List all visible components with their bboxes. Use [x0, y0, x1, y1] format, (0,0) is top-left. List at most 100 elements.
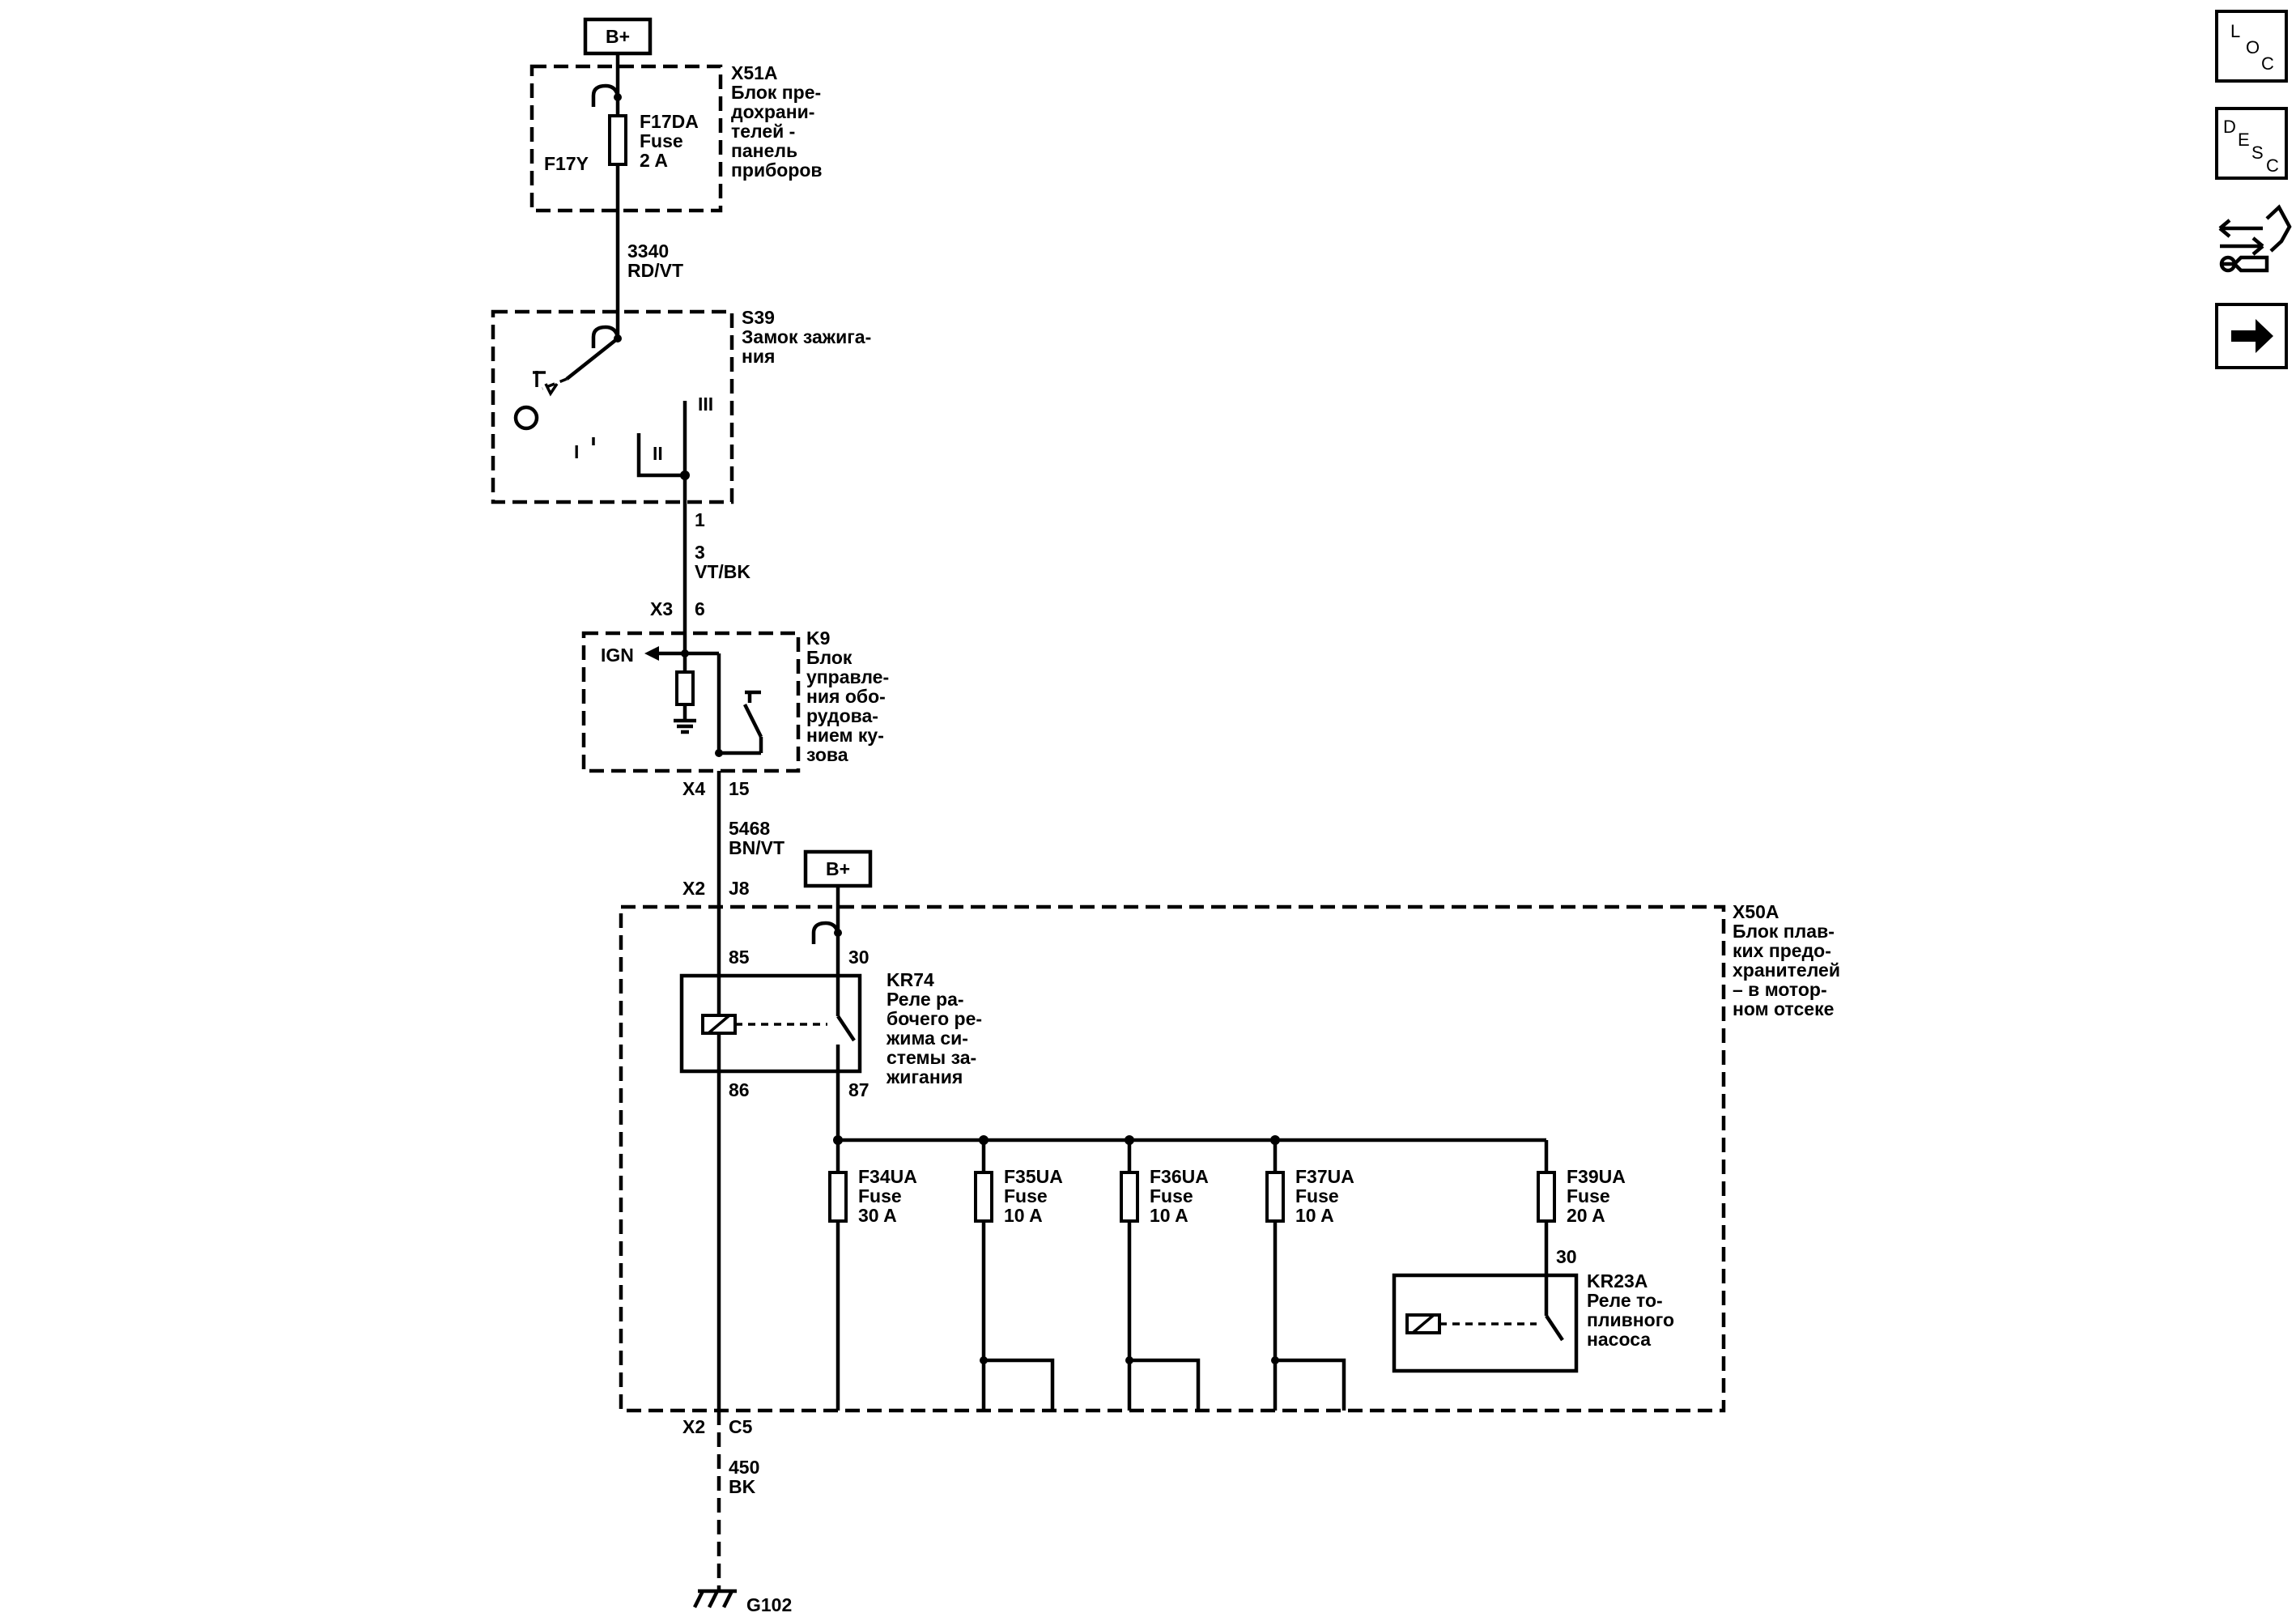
x51a-id: X51A — [731, 62, 778, 83]
wire-3340-circuit: 3340 — [627, 240, 669, 262]
s39-desc-1: Замок зажига- — [742, 326, 871, 347]
x50a-desc-2: ких предо- — [1733, 940, 1831, 961]
bplus-top-box: B+ — [583, 17, 653, 56]
kr23a-desc-3: насоса — [1587, 1329, 1651, 1350]
x50a-desc-1: Блок плав- — [1733, 921, 1835, 942]
kr74-ignition-relay: KR74 Реле ра- бочего ре- жима си- стемы … — [679, 969, 982, 1087]
x50a-desc-5: ном отсеке — [1733, 998, 1834, 1019]
f34ua-word: Fuse — [858, 1185, 902, 1206]
f17da-name: F17DA — [640, 111, 699, 132]
fuse-f34ua: F34UA Fuse 30 A — [828, 1140, 917, 1411]
x51a-desc-2: дохрани- — [731, 101, 814, 122]
kr74-desc-3: жима си- — [886, 1028, 968, 1049]
x50a-out-pin: C5 — [729, 1416, 753, 1437]
x50a-id: X50A — [1733, 901, 1779, 922]
f39ua-name: F39UA — [1567, 1166, 1626, 1187]
kr23a-desc-1: Реле то- — [1587, 1290, 1663, 1311]
x50a-desc-3: хранителей — [1733, 960, 1840, 981]
k9-body-control-module: K9 Блок управле- ния обо- рудова- нием к… — [581, 628, 889, 773]
x51a-fuse-block: X51A Блок пре- дохрани- телей - панель п… — [529, 53, 823, 213]
f36ua-word: Fuse — [1150, 1185, 1193, 1206]
loc-c: C — [2261, 53, 2274, 74]
f17da-word: Fuse — [640, 130, 683, 151]
k9-ign-label: IGN — [601, 645, 634, 666]
desc-c: C — [2266, 155, 2279, 176]
kr74-desc-5: жигания — [886, 1066, 963, 1087]
kr74-contact — [836, 1015, 856, 1042]
f17da-rating: 2 A — [640, 150, 668, 171]
kr23a-desc-2: пливного — [1587, 1309, 1674, 1330]
f34ua-rating: 30 A — [858, 1205, 897, 1226]
s39-id: S39 — [742, 307, 775, 328]
ground-g102-icon: G102 — [692, 1589, 792, 1615]
kr74-pin-85: 85 — [729, 947, 750, 968]
x51a-desc-3: телей - — [731, 121, 795, 142]
f35ua-rating: 10 A — [1004, 1205, 1043, 1226]
f37ua-word: Fuse — [1295, 1185, 1339, 1206]
fuse-f36ua: F36UA Fuse 10 A — [1120, 1140, 1209, 1411]
kr74-desc-1: Реле ра- — [887, 989, 964, 1010]
desc-e: E — [2238, 130, 2250, 150]
bplus-mid-box: B+ — [803, 849, 873, 888]
wire-450-color: BK — [729, 1476, 756, 1497]
wire-450-circuit: 450 — [729, 1457, 759, 1478]
k9-desc-5: нием ку- — [806, 725, 884, 746]
s39-pos-2: II — [653, 443, 663, 464]
desc-button[interactable]: D E S C — [2215, 107, 2288, 180]
kr74-desc-4: стемы за- — [887, 1047, 976, 1068]
connector-clip-icon — [591, 83, 620, 107]
x51a-desc-1: Блок пре- — [731, 82, 821, 103]
f37ua-rating: 10 A — [1295, 1205, 1334, 1226]
f37ua-name: F37UA — [1295, 1166, 1354, 1187]
x50a-in-pin: J8 — [729, 878, 750, 899]
x50a-out-conn: X2 — [682, 1416, 705, 1437]
kr74-pin-30: 30 — [848, 947, 870, 968]
k9-desc-3: ния обо- — [806, 686, 886, 707]
key-icon — [513, 405, 539, 431]
next-arrow-icon — [2231, 319, 2273, 353]
k9-desc-2: управле- — [806, 666, 889, 687]
s39-desc-2: ния — [742, 346, 775, 367]
k9-resistor — [675, 670, 695, 706]
f36ua-rating: 10 A — [1150, 1205, 1188, 1226]
loc-l: L — [2230, 21, 2240, 41]
s39-pin-1: 1 — [695, 509, 705, 530]
f17y-label: F17Y — [544, 153, 589, 174]
kr23a-pin-30: 30 — [1556, 1246, 1577, 1267]
bplus-mid-label: B+ — [826, 858, 850, 879]
desc-s: S — [2251, 143, 2264, 163]
k9-desc-4: рудова- — [806, 705, 878, 726]
s39-ignition-switch: S39 Замок зажига- ния I II III — [491, 307, 871, 504]
x51a-desc-4: панель — [731, 140, 797, 161]
kr74-pin-87: 87 — [848, 1079, 870, 1100]
wire-5468-color: BN/VT — [729, 837, 784, 858]
f36ua-name: F36UA — [1150, 1166, 1209, 1187]
x50a-in-conn: X2 — [682, 878, 705, 899]
bplus-top-label: B+ — [606, 26, 630, 47]
next-arrow-button[interactable] — [2215, 303, 2288, 369]
kr74-id: KR74 — [887, 969, 934, 990]
f39ua-word: Fuse — [1567, 1185, 1610, 1206]
f39ua-rating: 20 A — [1567, 1205, 1605, 1226]
g102-label: G102 — [746, 1594, 792, 1615]
k9-out-pin: 15 — [729, 778, 750, 799]
f34ua-name: F34UA — [858, 1166, 917, 1187]
k9-out-conn: X4 — [682, 778, 705, 799]
k9-in-conn: X3 — [650, 598, 673, 619]
kr74-desc-2: бочего ре- — [887, 1008, 982, 1029]
k9-desc-6: зова — [806, 744, 848, 765]
kr23a-contact — [1545, 1314, 1564, 1342]
connector-repair-icon[interactable] — [2218, 204, 2292, 273]
desc-d: D — [2223, 117, 2236, 137]
loc-button[interactable]: L O C — [2215, 10, 2288, 83]
kr74-pin-86: 86 — [729, 1079, 750, 1100]
s39-pos-3: III — [698, 394, 713, 415]
wire-3-circuit: 3 — [695, 542, 705, 563]
s39-pos-1: I — [574, 441, 579, 462]
x50a-desc-4: – в мотор- — [1733, 979, 1827, 1000]
x51a-desc-5: приборов — [731, 160, 823, 181]
ign-arrow-icon — [644, 646, 659, 661]
connector-clip-icon — [811, 921, 840, 944]
wire-3-color: VT/BK — [695, 561, 750, 582]
